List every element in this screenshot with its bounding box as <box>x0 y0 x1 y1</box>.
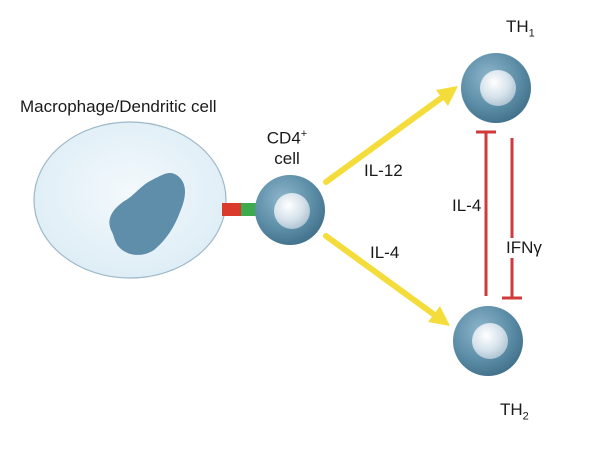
arrow-to-th1 <box>323 86 458 185</box>
th2-label-sub: 2 <box>522 410 529 423</box>
il4-inhibition-label: IL-4 <box>450 196 484 216</box>
il4-inhibition-line <box>476 130 496 296</box>
il12-label: IL-12 <box>362 161 405 181</box>
arrow-to-th2 <box>323 233 450 326</box>
ifn-gamma-inhibition-line <box>502 138 522 300</box>
th1-label-sub: 1 <box>528 27 535 40</box>
cd4-cell-label: CD4+ cell <box>255 124 319 169</box>
th1-label: TH1 <box>506 17 535 39</box>
th1-label-main: TH <box>506 17 529 36</box>
cd4-cell <box>255 175 325 245</box>
mhc-receptor-red <box>222 203 241 216</box>
cell-label-text: cell <box>274 148 300 168</box>
cd4-label-text: CD4 <box>266 128 301 148</box>
macrophage-label: Macrophage/Dendritic cell <box>20 97 217 116</box>
cd4-label-sup: + <box>300 128 308 140</box>
ifn-gamma-label: IFNγ <box>504 238 544 258</box>
th2-label: TH2 <box>500 400 529 422</box>
th2-cell <box>453 306 523 376</box>
macrophage-nucleus <box>109 173 185 255</box>
th2-label-main: TH <box>500 400 523 419</box>
il4-lower-label: IL-4 <box>368 243 402 263</box>
th1-cell <box>461 53 531 123</box>
